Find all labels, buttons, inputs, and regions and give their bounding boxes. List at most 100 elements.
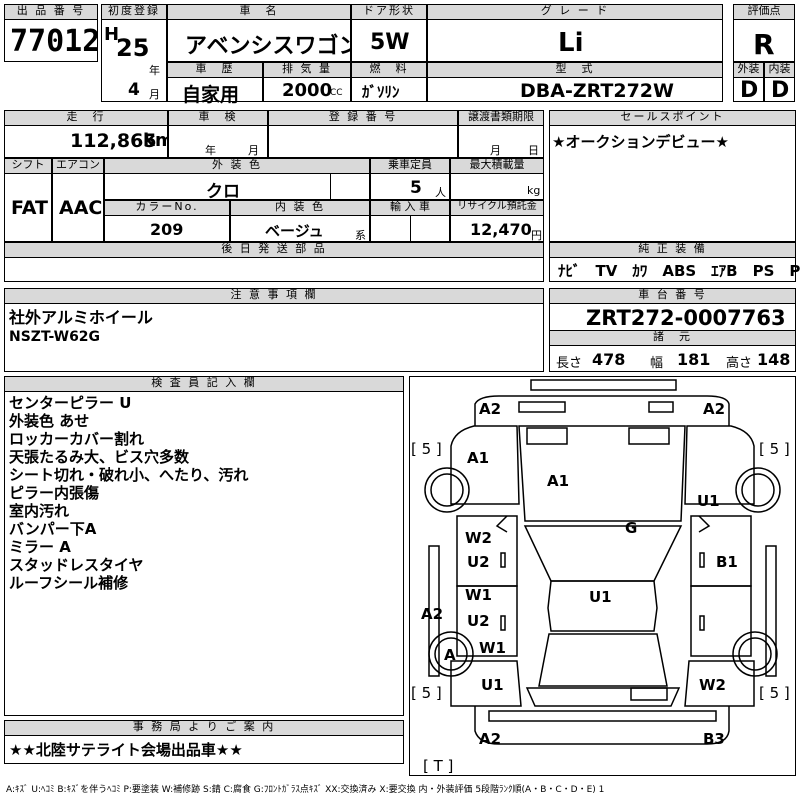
recycle-unit: 円 xyxy=(531,229,542,242)
lot-number: 77012 xyxy=(10,24,101,59)
cc-unit: CC xyxy=(330,88,343,98)
displacement-value: 2000 xyxy=(282,80,333,101)
caution-label: 注 意 事 項 欄 xyxy=(4,288,544,304)
inspector-note: センターピラー U xyxy=(9,394,132,412)
int-color-suffix: 系 xyxy=(355,229,366,242)
score-value: R xyxy=(753,28,775,61)
hood xyxy=(518,425,686,522)
mileage-unit: km xyxy=(143,130,174,151)
interior-label: 内装 xyxy=(764,62,795,78)
inspector-note: ルーフシール補修 xyxy=(9,574,129,592)
side-strip-right xyxy=(765,545,777,677)
fuel-value: ｶﾞｿﾘﾝ xyxy=(362,83,400,101)
tire-front-left xyxy=(424,467,470,513)
damage-mark: U2 xyxy=(467,553,490,571)
roof xyxy=(547,580,658,632)
capacity-label: 乗車定員 xyxy=(370,158,450,174)
rear-glass xyxy=(538,633,668,687)
grade-value: Li xyxy=(558,28,584,58)
tire-rear-left xyxy=(428,631,474,677)
color-no-label: カラーNo. xyxy=(104,200,230,216)
tire-tread: [ 5 ] xyxy=(759,684,790,702)
inspector-note: 外装色 あせ xyxy=(9,412,90,430)
exterior-label: 外装 xyxy=(733,62,764,78)
grade-label: グ レ ー ド xyxy=(427,4,723,20)
shift-value: FAT xyxy=(11,197,48,219)
tire-front-left-inner xyxy=(430,473,464,507)
damage-mark: U1 xyxy=(589,588,612,606)
inspection-month: 月 xyxy=(248,144,259,157)
spare-tire: [ T ] xyxy=(423,757,453,775)
inspector-note: ミラー A xyxy=(9,538,71,556)
office-message: ★★北陸サテライト会場出品車★★ xyxy=(9,741,243,759)
equipment-list: ﾅﾋﾞ TV ｶﾜ ABS ｴｱB PS PW xyxy=(558,262,800,280)
load-label: 最大積載量 xyxy=(450,158,544,174)
later-parts-label: 後 日 発 送 部 品 xyxy=(4,242,544,258)
car-name: アベンシスワゴン xyxy=(185,34,361,59)
ac-label: エアコン xyxy=(52,158,104,174)
damage-mark: W1 xyxy=(465,586,492,604)
int-color-value: ベージュ xyxy=(265,222,324,240)
caution-line: NSZT-W62G xyxy=(9,329,101,345)
exterior-score: D xyxy=(740,78,759,103)
tire-tread: [ 5 ] xyxy=(411,440,442,458)
sales-point: ★オークションデビュー★ xyxy=(552,133,729,151)
front-bumper-top xyxy=(530,379,677,391)
month-unit: 月 xyxy=(149,88,160,101)
era: H xyxy=(104,24,120,45)
inspector-note: スタッドレスタイヤ xyxy=(9,556,144,574)
first-reg-box xyxy=(101,4,167,102)
damage-mark: U1 xyxy=(697,492,720,510)
side-strip-left xyxy=(428,545,440,677)
inspector-note: シート切れ・破れ小、へたり、汚れ xyxy=(9,466,249,484)
damage-mark: A2 xyxy=(421,605,443,623)
rear-plate xyxy=(630,687,668,701)
transfer-day: 日 xyxy=(528,144,539,157)
damage-mark: B1 xyxy=(716,553,738,571)
year-unit: 年 xyxy=(149,64,160,77)
first-reg-label: 初度登録 xyxy=(101,4,167,20)
door-handle-left-rear xyxy=(500,615,506,631)
mileage-label: 走 行 xyxy=(4,110,168,126)
mirror-left xyxy=(495,515,508,533)
rear-door-left xyxy=(456,585,518,657)
inspection-label: 車 検 xyxy=(168,110,268,126)
ac-value: AAC xyxy=(59,197,103,219)
score-label: 評価点 xyxy=(733,4,795,20)
sales-label: セールスポイント xyxy=(549,110,796,126)
tire-tread: [ 5 ] xyxy=(759,440,790,458)
front-door-right xyxy=(690,515,752,587)
front-bumper xyxy=(474,395,730,426)
mileage-value: 112,865 xyxy=(70,130,157,152)
damage-mark: A2 xyxy=(479,730,501,748)
doors-value: 5W xyxy=(370,30,410,55)
damage-mark: B3 xyxy=(703,730,725,748)
plate-label: 登 録 番 号 xyxy=(268,110,458,126)
model-value: DBA-ZRT272W xyxy=(520,80,674,102)
front-fender-left xyxy=(450,425,520,505)
sales-box xyxy=(549,110,796,242)
transfer-label: 譲渡書類期限 xyxy=(458,110,544,126)
door-handle-left-front xyxy=(500,552,506,568)
history-label: 車 歴 xyxy=(167,62,263,78)
rear-bumper xyxy=(474,706,730,745)
tire-rear-right-inner xyxy=(738,637,772,671)
windshield xyxy=(523,525,683,582)
rear-fender-left xyxy=(450,660,522,707)
office-label: 事 務 局 よ り ご 案 内 xyxy=(4,720,404,736)
reg-month: 4 xyxy=(128,80,140,100)
equipment-label: 純 正 装 備 xyxy=(549,242,796,258)
head-lamp-right xyxy=(628,427,670,445)
width-value: 181 xyxy=(677,350,711,369)
color-no-value: 209 xyxy=(150,220,184,239)
damage-mark: G xyxy=(625,519,637,537)
tire-front-right-inner xyxy=(741,473,775,507)
rear-door-right xyxy=(690,585,752,657)
damage-mark: W2 xyxy=(465,529,492,547)
recycle-value: 12,470 xyxy=(470,220,532,239)
tailgate xyxy=(525,687,681,707)
diagram-box xyxy=(409,376,796,776)
inspector-note: ロッカーカバー割れ xyxy=(9,430,145,448)
inspector-notes: センターピラー U 外装色 あせ ロッカーカバー割れ 天張たるみ大、ビス穴多数 … xyxy=(9,394,248,592)
damage-mark: A xyxy=(444,646,456,664)
